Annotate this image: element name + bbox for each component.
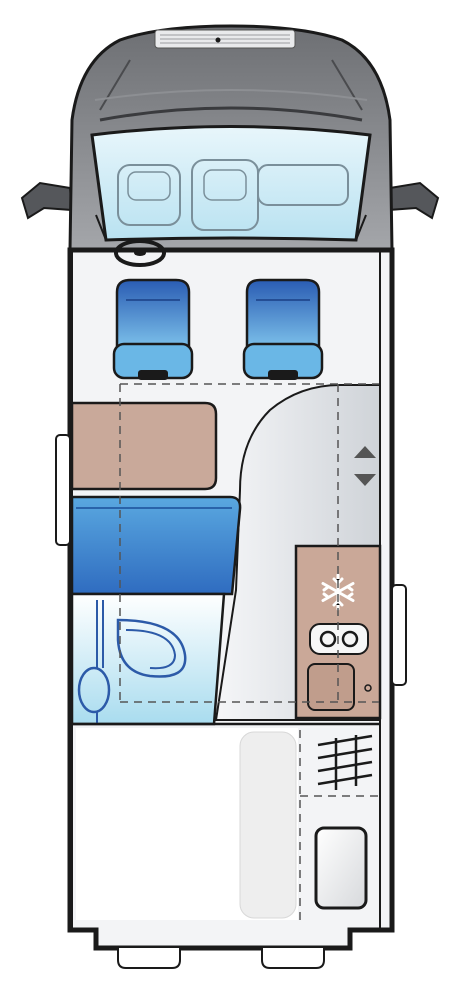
passenger-seat bbox=[242, 278, 324, 380]
driver-seat bbox=[112, 278, 194, 380]
roof-vent-icon bbox=[154, 29, 296, 49]
gas-hob-icon bbox=[309, 623, 369, 655]
windscreen bbox=[90, 125, 372, 242]
dashed-guides bbox=[119, 383, 380, 920]
right-mirror bbox=[386, 181, 440, 220]
kitchen-sink-icon bbox=[307, 663, 372, 711]
step-arrows-icon bbox=[354, 446, 376, 486]
left-mirror bbox=[20, 181, 74, 220]
steering-wheel-icon bbox=[114, 239, 166, 267]
pillow bbox=[314, 826, 368, 910]
rear-bed bbox=[76, 728, 298, 920]
wet-room bbox=[70, 592, 226, 726]
sink-icon bbox=[77, 600, 111, 724]
toilet-icon bbox=[116, 618, 187, 678]
dinette-table bbox=[70, 401, 218, 491]
rear-storage bbox=[314, 734, 373, 910]
side-door-handles bbox=[55, 434, 407, 686]
cab bbox=[68, 24, 394, 252]
rear-wheels bbox=[117, 948, 325, 969]
kitchen-counter bbox=[294, 544, 382, 720]
dinette-bench bbox=[70, 495, 242, 596]
